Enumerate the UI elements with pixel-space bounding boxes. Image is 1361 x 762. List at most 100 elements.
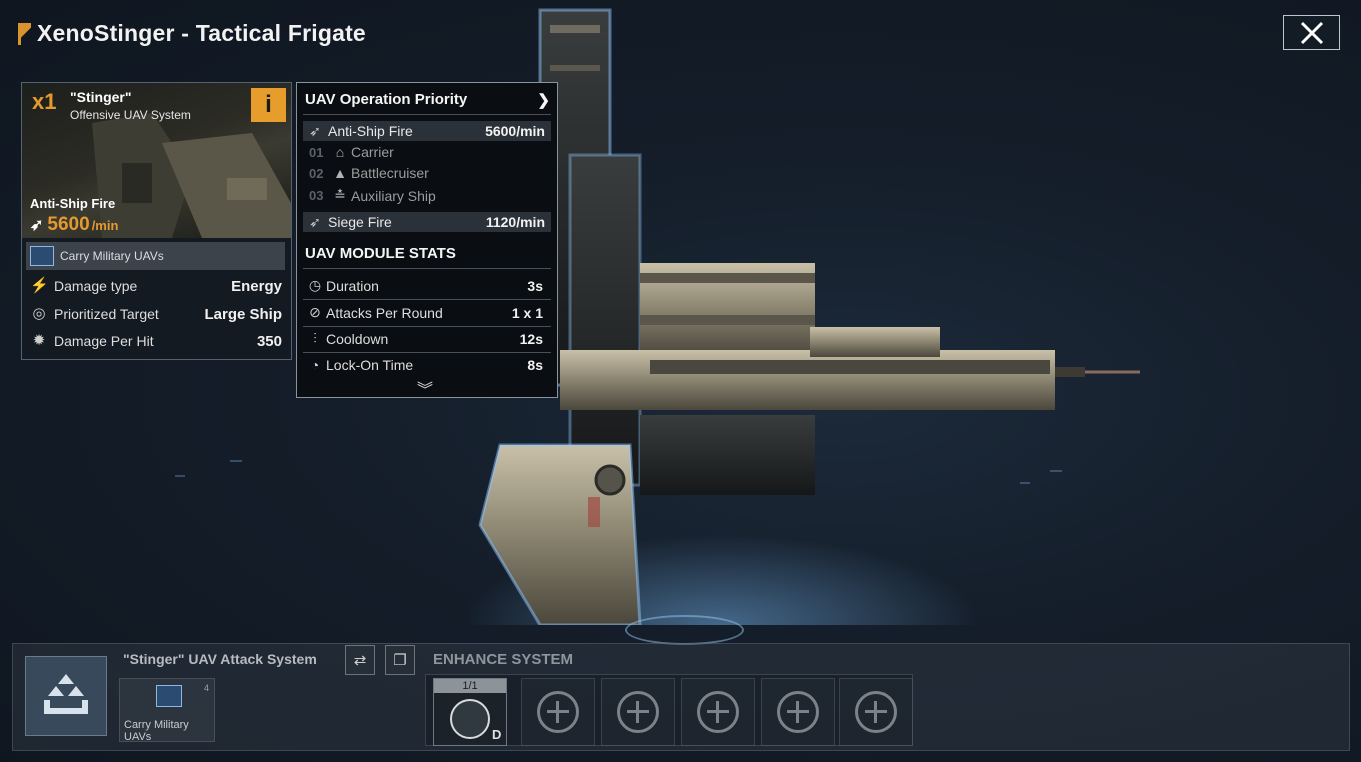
carry-uav-row: Carry Military UAVs [26,242,285,270]
priority-number: 03 [309,188,324,203]
module-stat-attacks: ⊘ Attacks Per Round 1 x 1 [307,304,543,321]
enhance-count: 1/1 [434,679,506,693]
clock-icon: ◷ [308,277,322,293]
uav-icon [30,246,54,266]
fire-value-number: 5600 [47,214,90,235]
lock-on-icon: ◔ [310,357,320,373]
attack-icon: ⊘ [309,304,321,320]
ship-illustration [470,8,1140,625]
system-slot[interactable] [25,656,107,736]
priority-label: Battlecruiser [351,165,429,181]
system-name: "Stinger" UAV Attack System [123,651,317,667]
hud-line [1050,470,1062,472]
empty-slot-icon [537,691,579,733]
module-stat-duration: ◷Duration 3s [307,277,543,294]
divider [303,352,551,353]
stat-damage-per-hit: ✹Damage Per Hit 350 [30,328,282,354]
fire-value-unit: /min [91,217,119,233]
stat-label: Prioritized Target [54,306,159,322]
chevron-right-icon: ❯ [537,92,550,109]
stat-value: Large Ship [204,305,282,323]
module-stat-value: 8s [527,357,543,373]
uav-carry-label: Carry Military UAVs [124,719,189,743]
weapon-card: x1 "Stinger" Offensive UAV System i Anti… [21,82,292,360]
siege-label: Siege Fire [328,214,392,230]
swap-button[interactable]: ⇄ [345,645,375,675]
empty-slot-icon [697,691,739,733]
module-stat-cooldown: ⫶ Cooldown 12s [307,330,543,347]
auxiliary-ship-icon: ≛ [334,187,346,203]
siege-fire-row: ➶ Siege Fire 1120/min [303,212,551,232]
enhance-slot-empty[interactable] [601,678,675,746]
hud-ring [625,615,744,645]
quantity-label: x1 [32,89,57,114]
hud-line [1020,482,1030,484]
divider [303,299,551,300]
chevron-down-icon[interactable]: ︾ [417,382,434,399]
page-title: XenoStinger - Tactical Frigate [37,20,366,46]
close-icon [1300,21,1323,44]
empty-slot-icon [777,691,819,733]
empty-slot-icon [617,691,659,733]
enhance-slot-empty[interactable] [681,678,755,746]
priority-number: 02 [309,165,324,181]
module-stat-label: Duration [326,277,379,294]
stat-prioritized-target: ◎ Prioritized Target Large Ship [30,301,282,327]
enhance-module-icon [450,699,490,739]
priority-item: 03 ≛ Auxiliary Ship [309,187,436,204]
enhance-slot-empty[interactable] [761,678,835,746]
carrier-icon: ⌂ [335,144,345,160]
siege-value: 1120/min [485,214,545,230]
enhance-system-title: ENHANCE SYSTEM [433,651,574,668]
target-icon: ◎ [32,305,46,322]
fire-label: Anti-Ship Fire [30,196,116,211]
module-stat-lock-on: ◔ Lock-On Time 8s [307,357,543,373]
weapon-image [22,83,291,238]
weapon-subtitle: Offensive UAV System [70,108,191,122]
uav-details-popup: UAV Operation Priority ❯ ➶Anti-Ship Fire… [296,82,558,399]
priority-item: 02 ▲ Battlecruiser [309,165,429,181]
module-stat-label: Attacks Per Round [326,304,443,321]
stat-value: Energy [231,277,282,295]
title-bar: XenoStinger - Tactical Frigate [18,20,366,47]
priority-number: 01 [309,144,324,160]
anti-ship-icon: ➶ [309,122,321,139]
siege-icon: ➶ [309,213,321,230]
close-button[interactable] [1283,15,1340,50]
damage-hit-icon: ✹ [32,332,46,349]
priority-item: 01 ⌂ Carrier [309,144,394,160]
anti-ship-fire-row: ➶Anti-Ship Fire 5600/min [303,121,551,141]
module-stat-value: 1 x 1 [511,304,543,321]
damage-type-icon: ⚡ [30,277,49,294]
module-stat-label: Cooldown [326,330,389,347]
fire-value: ➶ 5600 /min [30,214,118,236]
info-button[interactable]: i [251,88,286,122]
priority-header[interactable]: UAV Operation Priority ❯ [305,91,550,109]
anti-ship-icon: ➶ [30,217,44,234]
bottom-system-bar: "Stinger" UAV Attack System ⇄ ❐ 4 Carry … [12,643,1350,751]
copy-button[interactable]: ❐ [385,645,415,675]
stat-label: Damage type [54,278,138,294]
empty-slot-icon [855,691,897,733]
uav-system-icon [44,674,88,714]
battlecruiser-icon: ▲ [333,165,347,181]
copy-icon: ❐ [393,652,407,669]
enhance-slot-active[interactable]: 1/1 D [433,678,507,746]
enhance-slot-empty[interactable] [839,678,913,746]
carry-uav-label: Carry Military UAVs [60,249,164,263]
uav-count: 4 [204,683,210,693]
enhance-slot-empty[interactable] [521,678,595,746]
cooldown-icon: ⫶ [313,330,317,346]
weapon-render [92,113,291,238]
uav-carry-box[interactable]: 4 Carry Military UAVs [119,678,215,743]
module-stat-value: 12s [519,330,543,347]
priority-label: Carrier [351,144,394,160]
priority-label: Auxiliary Ship [351,187,436,204]
divider [303,114,551,115]
module-stat-label: Lock-On Time [326,357,414,373]
hud-line [230,460,242,462]
weapon-name: "Stinger" [70,89,132,105]
swap-icon: ⇄ [353,652,367,669]
hud-line [175,475,185,477]
anti-ship-value: 5600/min [485,123,545,139]
